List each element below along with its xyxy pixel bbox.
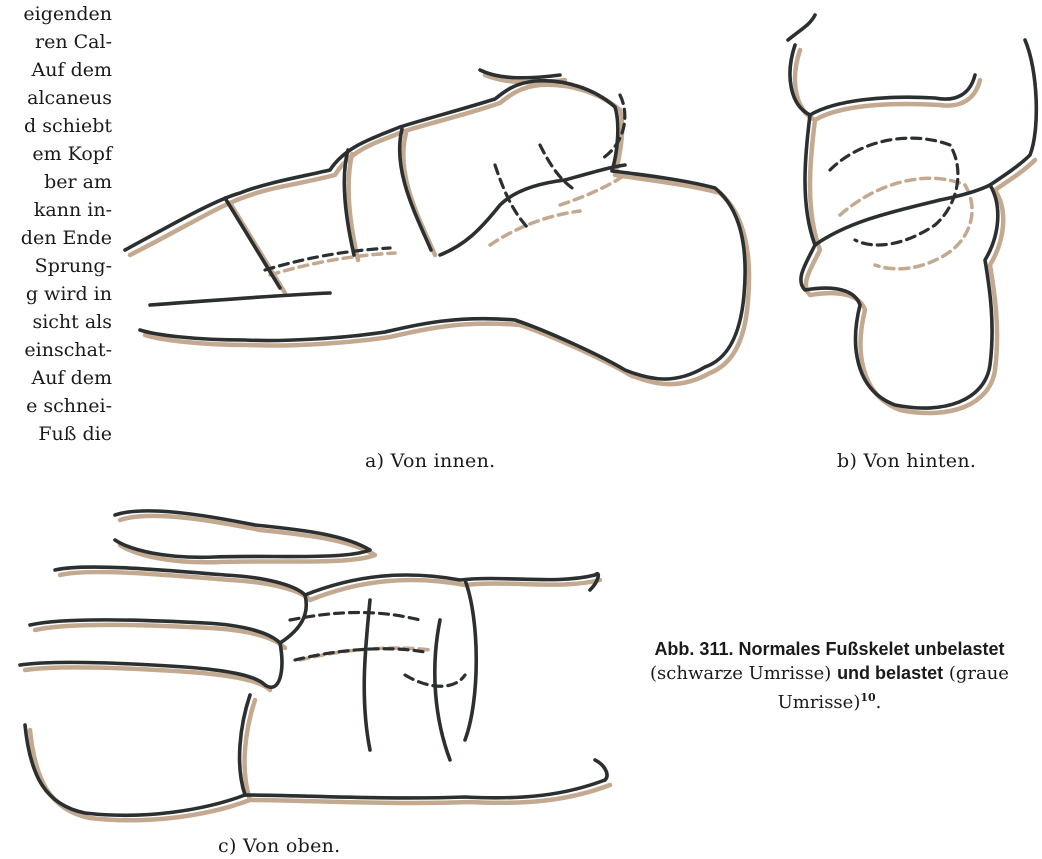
legend-footnote: 10 (860, 691, 875, 704)
text-line: g wird in (0, 280, 112, 308)
foot-dorsal-view-drawing (10, 500, 630, 830)
text-line: eigenden (0, 0, 112, 28)
loaded-outline (25, 516, 610, 820)
body-text-column: eigenden ren Cal- Auf dem alcaneus d sch… (0, 0, 112, 448)
text-line: em Kopf (0, 140, 112, 168)
unloaded-outline (788, 15, 1036, 408)
foot-medial-view-drawing (120, 55, 760, 400)
text-line: sicht als (0, 308, 112, 336)
text-line: Auf dem (0, 56, 112, 84)
unloaded-outline (125, 70, 745, 379)
legend-bold2: und belastet (837, 663, 943, 683)
text-line: kann in- (0, 196, 112, 224)
text-line: Fuß die (0, 420, 112, 448)
text-line: ber am (0, 168, 112, 196)
legend-line-2: (schwarze Umrisse) und belastet (graue (607, 661, 1042, 686)
caption-a: a) Von innen. (365, 450, 495, 472)
legend-part3: Umrisse) (778, 692, 861, 713)
figure-legend: Abb. 311. Normales Fußskelet unbelastet … (607, 637, 1042, 715)
caption-c: c) Von oben. (218, 835, 341, 857)
text-line: den Ende (0, 224, 112, 252)
legend-part2: (graue (949, 663, 1009, 684)
text-line: ren Cal- (0, 28, 112, 56)
legend-title: Abb. 311. Normales Fußskelet unbelastet (607, 637, 1042, 661)
text-line: e schnei- (0, 392, 112, 420)
text-line: d schiebt (0, 112, 112, 140)
legend-part1: (schwarze Umrisse) (650, 663, 831, 684)
legend-line-3: Umrisse)10. (607, 686, 1042, 715)
text-line: einschat- (0, 336, 112, 364)
text-line: alcaneus (0, 84, 112, 112)
text-line: Auf dem (0, 364, 112, 392)
loaded-outline (130, 75, 749, 384)
foot-posterior-view-drawing (780, 10, 1042, 425)
caption-b: b) Von hinten. (837, 450, 976, 472)
legend-end: . (876, 692, 882, 713)
text-line: Sprung- (0, 252, 112, 280)
unloaded-outline (20, 511, 607, 815)
